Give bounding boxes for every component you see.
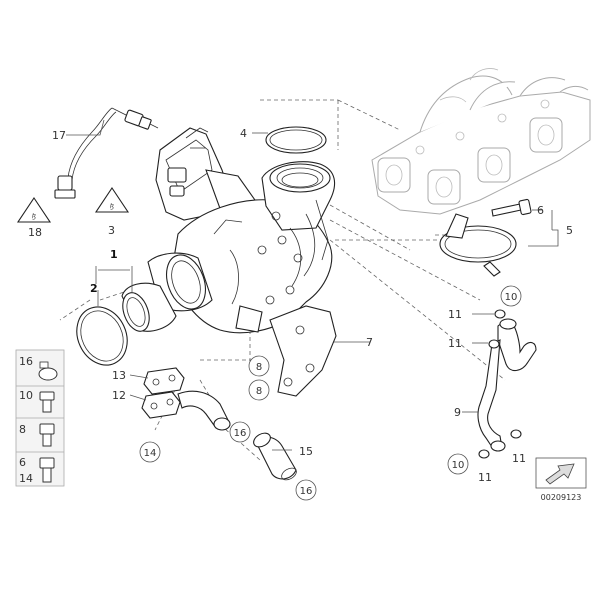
coolant-pipe-9-part	[477, 318, 537, 452]
callout-16-circled: 16	[295, 479, 317, 501]
callout-11: 11	[448, 337, 462, 350]
svg-text:16: 16	[300, 486, 313, 497]
oil-return-line-part	[177, 390, 231, 431]
callout-14-circled: 14	[139, 441, 161, 463]
legend-label-6: 6	[19, 456, 26, 469]
hex-bolt-icon	[39, 423, 55, 447]
callout-2: 2	[90, 282, 98, 295]
callout-11: 11	[448, 308, 462, 321]
svg-text:ɮ: ɮ	[32, 213, 36, 220]
svg-text:8: 8	[256, 386, 262, 397]
callout-8-circled: 8	[248, 355, 270, 377]
seal-ring-11-part	[478, 309, 522, 459]
warning-triangle-icon: ɮ	[16, 197, 52, 223]
reference-code-box: 00209123	[535, 457, 587, 502]
callout-18: 18	[28, 226, 42, 239]
callout-9: 9	[454, 406, 461, 419]
leader-lines	[66, 119, 559, 451]
hose-clamp-icon	[38, 361, 58, 381]
legend-label-14: 14	[19, 472, 33, 485]
assembly-dashed-lines	[59, 99, 506, 461]
gasket-4-part	[265, 126, 327, 154]
callout-1: 1	[110, 248, 118, 261]
ref-code: 00209123	[541, 493, 582, 502]
legend-label-16: 16	[19, 355, 33, 368]
turbocharger-part	[121, 127, 336, 334]
callout-16-circled: 16	[229, 421, 251, 443]
callout-6: 6	[537, 204, 544, 217]
svg-text:10: 10	[505, 292, 518, 303]
callout-10-circled: 10	[500, 285, 522, 307]
fastener-legend: 16 10 8 6 14	[15, 349, 65, 487]
svg-text:14: 14	[144, 448, 157, 459]
gasket-2-part	[76, 306, 128, 366]
callout-4: 4	[240, 127, 247, 140]
hose-15-part	[253, 432, 297, 481]
legend-label-8: 8	[19, 423, 26, 436]
gasket-12-part	[141, 391, 181, 419]
gasket-13-part	[143, 367, 185, 395]
svg-text:10: 10	[452, 460, 465, 471]
callout-7: 7	[366, 336, 373, 349]
warning-triangle-icon: ɮ	[94, 187, 130, 213]
exhaust-manifold-ghost	[371, 68, 591, 215]
arrow-icon	[545, 463, 575, 485]
callout-15: 15	[299, 445, 313, 458]
callout-10-circled: 10	[447, 453, 469, 475]
legend-label-10: 10	[19, 389, 33, 402]
callout-12: 12	[112, 389, 126, 402]
callout-labels: 17 18 3 4 1 2 6 5 7 13 12 15 11 11 9 11 …	[28, 127, 573, 484]
callout-3: 3	[108, 224, 115, 237]
callout-5: 5	[566, 224, 573, 237]
collar-bolt-icon	[39, 457, 55, 483]
callout-8-circled: 8	[248, 379, 270, 401]
svg-text:8: 8	[256, 362, 262, 373]
screw-plug-icon	[39, 391, 55, 413]
svg-text:16: 16	[234, 428, 247, 439]
bracket-7-part	[269, 305, 337, 397]
callout-17: 17	[52, 129, 66, 142]
v-band-clamp-part	[439, 213, 517, 277]
oxygen-sensor-part	[54, 107, 159, 199]
callout-11: 11	[478, 471, 492, 484]
svg-text:ɮ: ɮ	[110, 203, 114, 210]
callout-13: 13	[112, 369, 126, 382]
bolt-6-part	[491, 198, 532, 217]
circled-callouts: 10 10 8 8 14 16 16	[139, 285, 522, 501]
callout-11: 11	[512, 452, 526, 465]
